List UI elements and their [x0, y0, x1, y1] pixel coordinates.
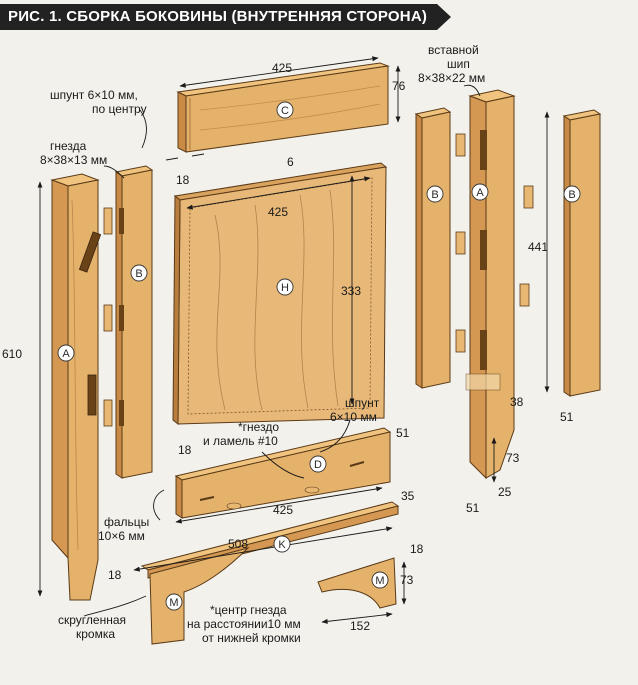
- label-lamel-1: *гнездо: [238, 420, 279, 434]
- badge-a-right: A: [471, 183, 489, 201]
- dim-d-thick: 18: [178, 443, 192, 457]
- dim-k-thick: 18: [108, 568, 122, 582]
- badge-b-right-1: B: [426, 185, 444, 203]
- dim-a-width: 51: [466, 501, 480, 515]
- part-a-right-leg: [465, 89, 516, 480]
- svg-text:A: A: [62, 348, 70, 360]
- label-rabbet-2: 10×6 мм: [98, 529, 145, 543]
- label-tenon-3: 8×38×22 мм: [418, 71, 485, 85]
- label-lamel-2: и ламель #10: [203, 434, 278, 448]
- part-b-right-stile-1: [414, 107, 466, 389]
- svg-text:K: K: [278, 539, 286, 551]
- label-note-3: от нижней кромки: [202, 631, 301, 645]
- badge-h: H: [276, 278, 294, 296]
- dim-c-height: 76: [392, 79, 406, 93]
- badge-k: K: [273, 535, 291, 553]
- dim-d-length: 425: [273, 503, 293, 517]
- dim-c-length: 425: [272, 61, 292, 75]
- label-groove-1: шпунт 6×10 мм,: [50, 88, 138, 102]
- label-note-2: на расстоянии10 мм: [187, 617, 301, 631]
- label-mortises-2: 8×38×13 мм: [40, 153, 107, 167]
- svg-text:H: H: [281, 282, 289, 294]
- dim-m-height: 73: [400, 573, 414, 587]
- dim-h-height: 333: [341, 284, 361, 298]
- label-rounded-1: скругленная: [58, 613, 126, 627]
- dim-d-height: 51: [396, 426, 410, 440]
- svg-text:C: C: [281, 105, 289, 117]
- figure-title: РИС. 1. СБОРКА БОКОВИНЫ (ВНУТРЕННЯЯ СТОР…: [0, 4, 452, 30]
- loose-tenons-right: [519, 185, 534, 307]
- dim-m-length: 152: [350, 619, 370, 633]
- callout-labels: шпунт 6×10 мм, по центру гнезда 8×38×13 …: [40, 43, 485, 645]
- label-tenon-1: вставной: [428, 43, 479, 57]
- label-mortises-1: гнезда: [50, 139, 87, 153]
- dimension-lines: [37, 56, 550, 624]
- part-b-right-stile-2: [562, 109, 602, 397]
- badge-m-right: M: [371, 571, 389, 589]
- badge-a-left: A: [57, 344, 75, 362]
- dim-k-width: 35: [401, 489, 415, 503]
- badge-m-left: M: [165, 593, 183, 611]
- dim-c-thick: 18: [176, 173, 190, 187]
- svg-text:B: B: [135, 268, 142, 280]
- svg-text:M: M: [375, 575, 384, 587]
- svg-text:A: A: [476, 187, 484, 199]
- label-rabbet-1: фальцы: [104, 515, 149, 529]
- label-tenon-2: шип: [447, 57, 470, 71]
- dim-b-length: 441: [528, 240, 548, 254]
- label-note-1: *центр гнезда: [210, 603, 287, 617]
- part-badges: C H A B B A B D K M M: [57, 101, 581, 611]
- label-groove-2: по центру: [92, 102, 147, 116]
- badge-c: C: [276, 101, 294, 119]
- part-a-left-leg: [50, 173, 102, 601]
- svg-text:B: B: [568, 189, 575, 201]
- dim-a-foot-w: 38: [510, 395, 524, 409]
- dim-b-width: 51: [560, 410, 574, 424]
- dimension-text: 425 76 18 6 425 333 610 441 38 51 73 25 …: [2, 61, 574, 633]
- dim-k-length: 508: [228, 537, 248, 551]
- badge-b-right-2: B: [563, 185, 581, 203]
- label-rounded-2: кромка: [76, 627, 115, 641]
- part-b-left-stile: [103, 165, 154, 479]
- dim-a-taper: 73: [506, 451, 520, 465]
- badge-b-left: B: [130, 264, 148, 282]
- dim-h-width: 425: [268, 205, 288, 219]
- dim-a-foot: 25: [498, 485, 512, 499]
- badge-d: D: [309, 455, 327, 473]
- label-groove2-1: шпунт: [345, 396, 380, 410]
- svg-text:B: B: [431, 189, 438, 201]
- dim-a-length: 610: [2, 347, 22, 361]
- dim-m-thick: 18: [410, 542, 424, 556]
- dim-h-groove: 6: [287, 155, 294, 169]
- label-groove2-2: 6×10 мм: [330, 410, 377, 424]
- svg-text:M: M: [169, 597, 178, 609]
- svg-text:D: D: [314, 459, 322, 471]
